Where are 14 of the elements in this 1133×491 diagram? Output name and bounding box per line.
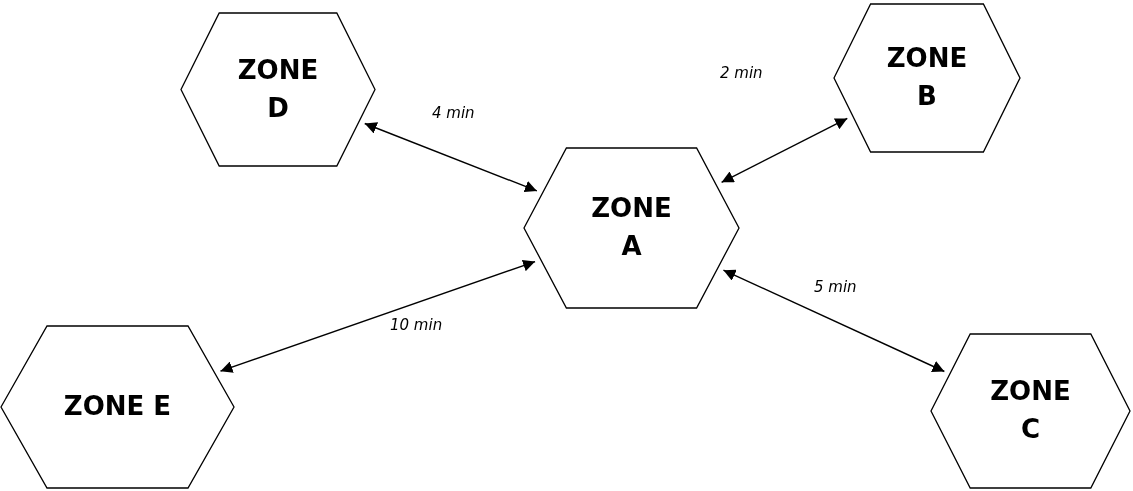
zone-label: ZONE B [885, 42, 969, 113]
zone-hexagon [523, 147, 740, 309]
zone-label: ZONE D [236, 53, 320, 125]
zone-label: ZONE A [590, 192, 673, 263]
zone-hexagon [833, 3, 1021, 153]
double-arrow [219, 259, 536, 373]
double-arrow [722, 269, 946, 373]
zone-label: ZONE C [989, 375, 1072, 446]
double-arrow [720, 117, 848, 183]
zone-hexagon [0, 325, 235, 489]
zone-label: ZONE E [63, 390, 172, 424]
double-arrow [364, 122, 538, 193]
zone-hexagon [180, 12, 376, 167]
zone-hexagon [930, 333, 1131, 489]
